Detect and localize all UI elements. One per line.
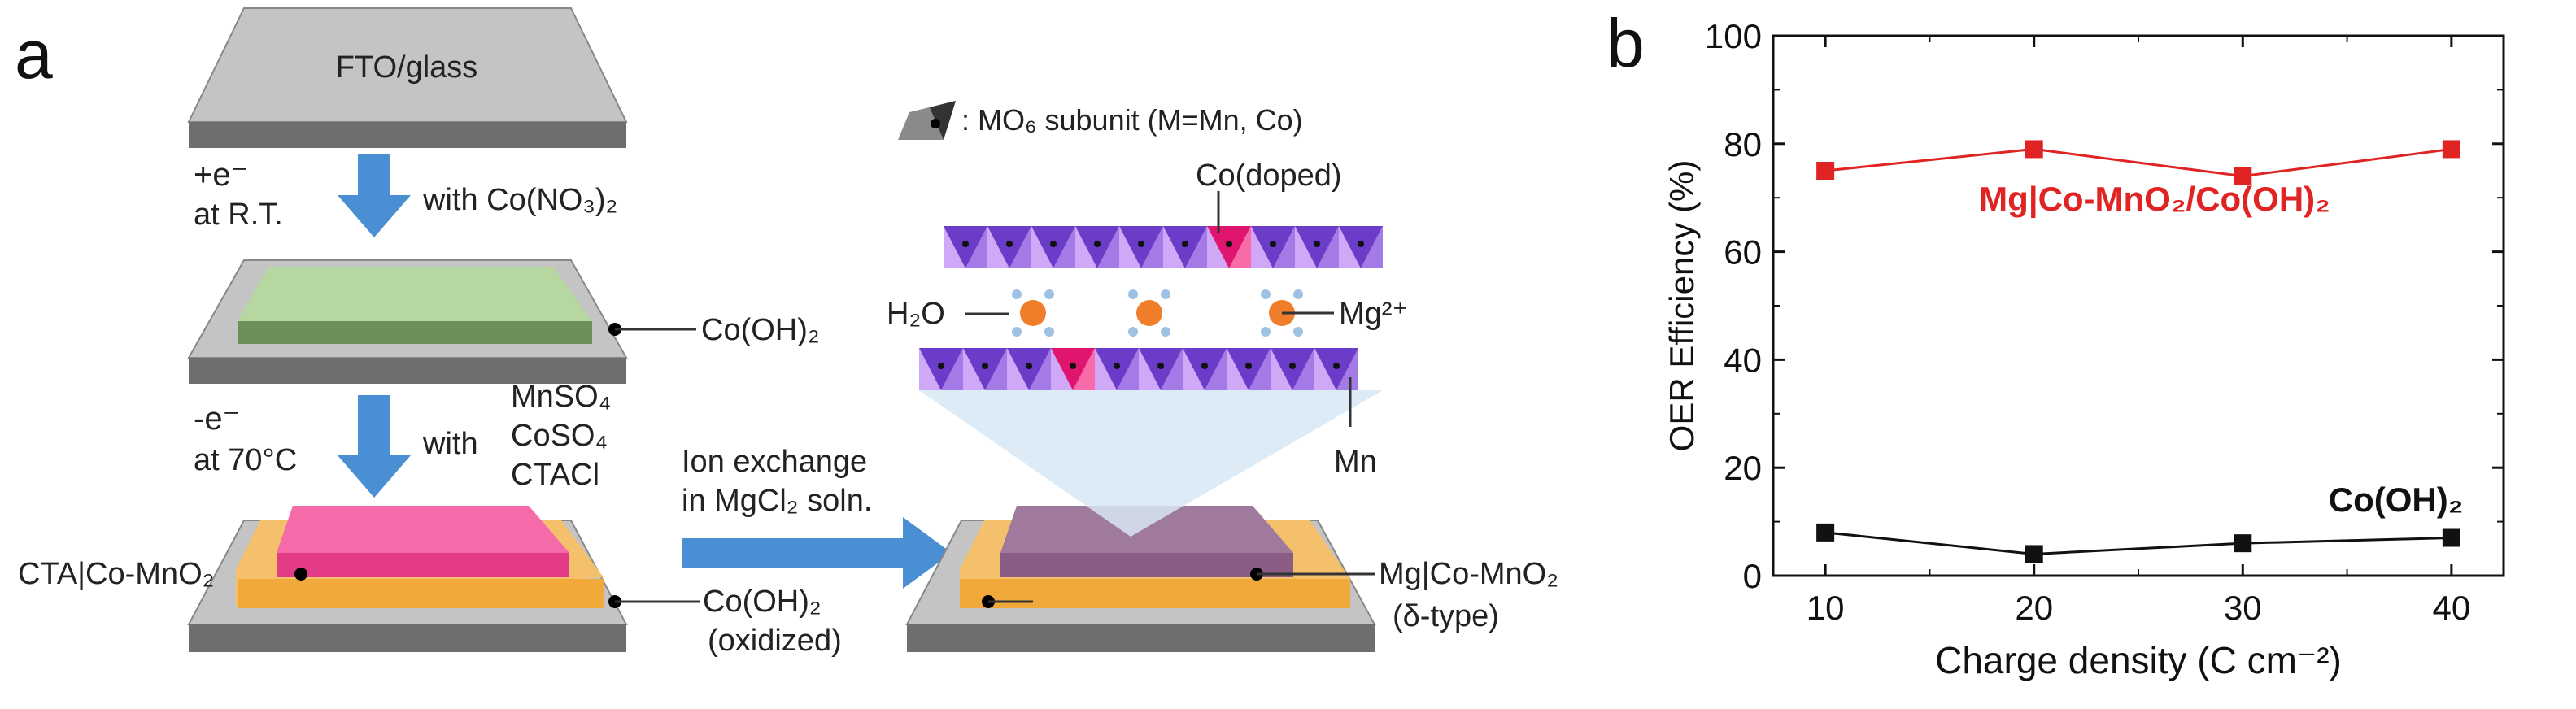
coh2-coated-substrate: Co(OH)₂ bbox=[187, 259, 820, 384]
y-axis-label: OER Efficiency (%) bbox=[1663, 160, 1701, 452]
layered-structure: Co(doped) H₂O Mg²⁺ Mn bbox=[887, 159, 1409, 479]
zoom-cone bbox=[919, 390, 1383, 537]
series-line bbox=[1824, 531, 2452, 555]
ion-exchange-line-1: Ion exchange bbox=[682, 445, 867, 479]
oxidized-note: (oxidized) bbox=[708, 624, 842, 658]
step2-reagent-2: CoSO₄ bbox=[511, 419, 608, 453]
series-label-mg-co-mno2: Mg|Co-MnO₂/Co(OH)₂ bbox=[1979, 180, 2330, 219]
coh2-oxidized-label: Co(OH)₂ bbox=[703, 585, 822, 619]
step1-reagent: with Co(NO₃)₂ bbox=[422, 183, 617, 217]
x-tick-label: 30 bbox=[2224, 589, 2262, 627]
top-mno2-layer bbox=[944, 226, 1383, 268]
y-tick-label: 80 bbox=[1724, 125, 1762, 163]
data-point bbox=[2025, 545, 2043, 563]
data-point bbox=[1816, 523, 1835, 542]
y-tick-label: 60 bbox=[1724, 233, 1762, 272]
x-tick-label: 10 bbox=[1807, 589, 1845, 627]
bottom-mno2-layer bbox=[919, 348, 1358, 390]
x-tick-label: 40 bbox=[2432, 589, 2470, 627]
y-tick-label: 40 bbox=[1724, 341, 1762, 379]
delta-type-label: (δ-type) bbox=[1393, 599, 1499, 633]
panel-a-label: a bbox=[15, 16, 53, 93]
ion-exchange-arrow bbox=[682, 517, 952, 589]
x-axis-label: Charge density (C cm⁻²) bbox=[1935, 639, 2342, 681]
mg-ion-label: Mg²⁺ bbox=[1339, 297, 1409, 331]
mg-co-mno2-substrate: Mg|Co-MnO₂ (δ-type) bbox=[905, 506, 1558, 652]
step1-charge: +e⁻ bbox=[194, 157, 248, 193]
step2-arrow bbox=[338, 395, 411, 498]
y-tick-label: 0 bbox=[1743, 557, 1762, 595]
data-point bbox=[2442, 140, 2460, 159]
step2-reagent-3: CTACl bbox=[511, 458, 599, 492]
step2-condition: at 70°C bbox=[194, 443, 297, 477]
y-tick-label: 20 bbox=[1724, 449, 1762, 487]
mn-label: Mn bbox=[1334, 445, 1377, 479]
step1-arrow bbox=[338, 154, 411, 237]
mg-co-mno2-label: Mg|Co-MnO₂ bbox=[1379, 557, 1558, 591]
cta-co-mno2-label: CTA|Co-MnO₂ bbox=[18, 557, 214, 591]
water-molecules bbox=[1012, 289, 1303, 337]
panel-b-label: b bbox=[1606, 5, 1645, 81]
y-tick-label: 100 bbox=[1705, 17, 1762, 55]
data-point bbox=[2234, 534, 2252, 553]
x-tick-label: 20 bbox=[2015, 589, 2053, 627]
data-point bbox=[2442, 528, 2460, 547]
step2-charge: -e⁻ bbox=[194, 401, 240, 437]
fto-glass-label: FTO/glass bbox=[336, 50, 478, 85]
step2-with: with bbox=[422, 427, 478, 461]
mo6-legend-text: : MO₆ subunit (M=Mn, Co) bbox=[961, 103, 1303, 137]
cta-co-mno2-substrate: CTA|Co-MnO₂ Co(OH)₂ (oxidized) bbox=[18, 506, 842, 658]
h2o-label: H₂O bbox=[887, 297, 945, 331]
coh2-label: Co(OH)₂ bbox=[701, 313, 820, 347]
step1-condition: at R.T. bbox=[194, 198, 283, 232]
data-point bbox=[1816, 162, 1835, 180]
ion-exchange-line-2: in MgCl₂ soln. bbox=[682, 484, 872, 518]
data-point bbox=[2025, 140, 2043, 159]
mo6-subunit-legend: : MO₆ subunit (M=Mn, Co) bbox=[898, 101, 1303, 140]
interlayer-mg-ions bbox=[1020, 300, 1295, 326]
fto-glass-substrate: FTO/glass bbox=[187, 7, 628, 148]
series-line bbox=[1824, 147, 2452, 178]
series-label-coh2: Co(OH)₂ bbox=[2329, 481, 2464, 519]
panel-a: a FTO/glass +e⁻ at R.T. with Co(NO₃)₂ Co… bbox=[15, 7, 1558, 658]
data-point bbox=[2234, 167, 2252, 185]
co-doped-label: Co(doped) bbox=[1196, 159, 1342, 193]
step2-reagent-1: MnSO₄ bbox=[511, 380, 611, 414]
